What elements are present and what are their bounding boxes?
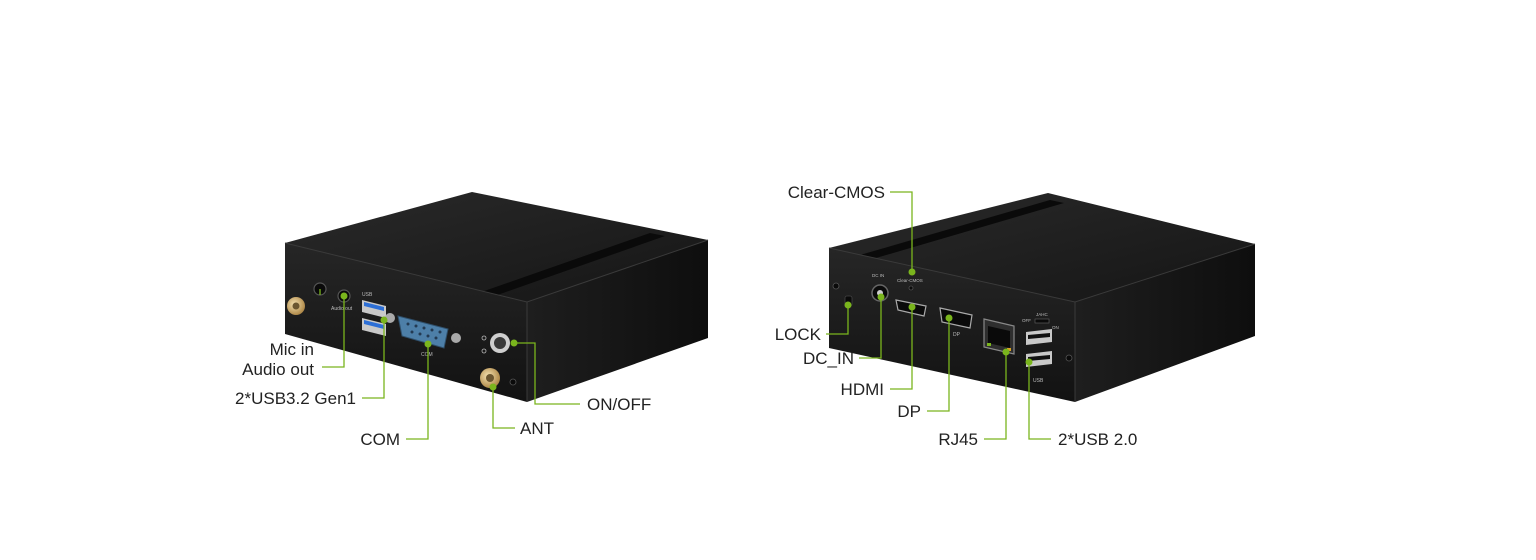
front-device: Audio out USB COM: [284, 192, 709, 402]
front-callout-lines: [319, 289, 580, 440]
on-panel-text: ON: [1052, 325, 1059, 330]
dp-panel-text: DP: [953, 332, 961, 338]
com-panel-text: COM: [421, 352, 433, 358]
label-usb32: 2*USB3.2 Gen1: [235, 389, 356, 408]
label-audio-out: Audio out: [242, 360, 314, 379]
rear-device-top: [829, 193, 1255, 302]
front-callout-dots: [340, 292, 518, 391]
label-rj45: RJ45: [938, 430, 978, 449]
clear-cmos-panel-text: Clear-CMOS: [897, 278, 923, 283]
rear-device-groove: [860, 200, 1064, 258]
jahc-switch: [1034, 318, 1050, 324]
dp-port: [939, 307, 973, 329]
label-on-off: ON/OFF: [587, 395, 652, 414]
rear-device: DC IN Clear-CMOS DP USB OFF JAHC ON: [828, 193, 1256, 402]
front-device-top: [285, 192, 708, 302]
usb-rear-panel-text: USB: [1033, 378, 1044, 384]
front-device-side: [527, 240, 708, 402]
label-hdmi: HDMI: [840, 380, 884, 399]
label-lock: LOCK: [774, 325, 821, 344]
label-ant: ANT: [520, 419, 554, 438]
rear-device-side: [829, 248, 1075, 402]
label-clear-cmos: Clear-CMOS: [787, 183, 885, 202]
audio-panel-text: Audio out: [331, 306, 353, 312]
rear-device-face: [1075, 244, 1255, 402]
usb-panel-text: USB: [362, 292, 373, 298]
label-dp: DP: [897, 402, 921, 421]
off-panel-text: OFF: [1022, 318, 1031, 323]
label-mic-in: Mic in: [269, 340, 314, 359]
jahc-panel-text: JAHC: [1036, 312, 1049, 317]
clear-cmos-button: [908, 285, 914, 291]
rear-callout-lines: [826, 191, 1051, 440]
label-dc-in: DC_IN: [802, 349, 854, 368]
com-port: [397, 315, 449, 349]
rear-callout-dots: [844, 268, 1033, 366]
front-device-groove: [470, 233, 665, 299]
label-usb20: 2*USB 2.0: [1058, 430, 1138, 449]
label-com: COM: [360, 430, 400, 449]
dcin-panel-text: DC IN: [872, 273, 884, 278]
